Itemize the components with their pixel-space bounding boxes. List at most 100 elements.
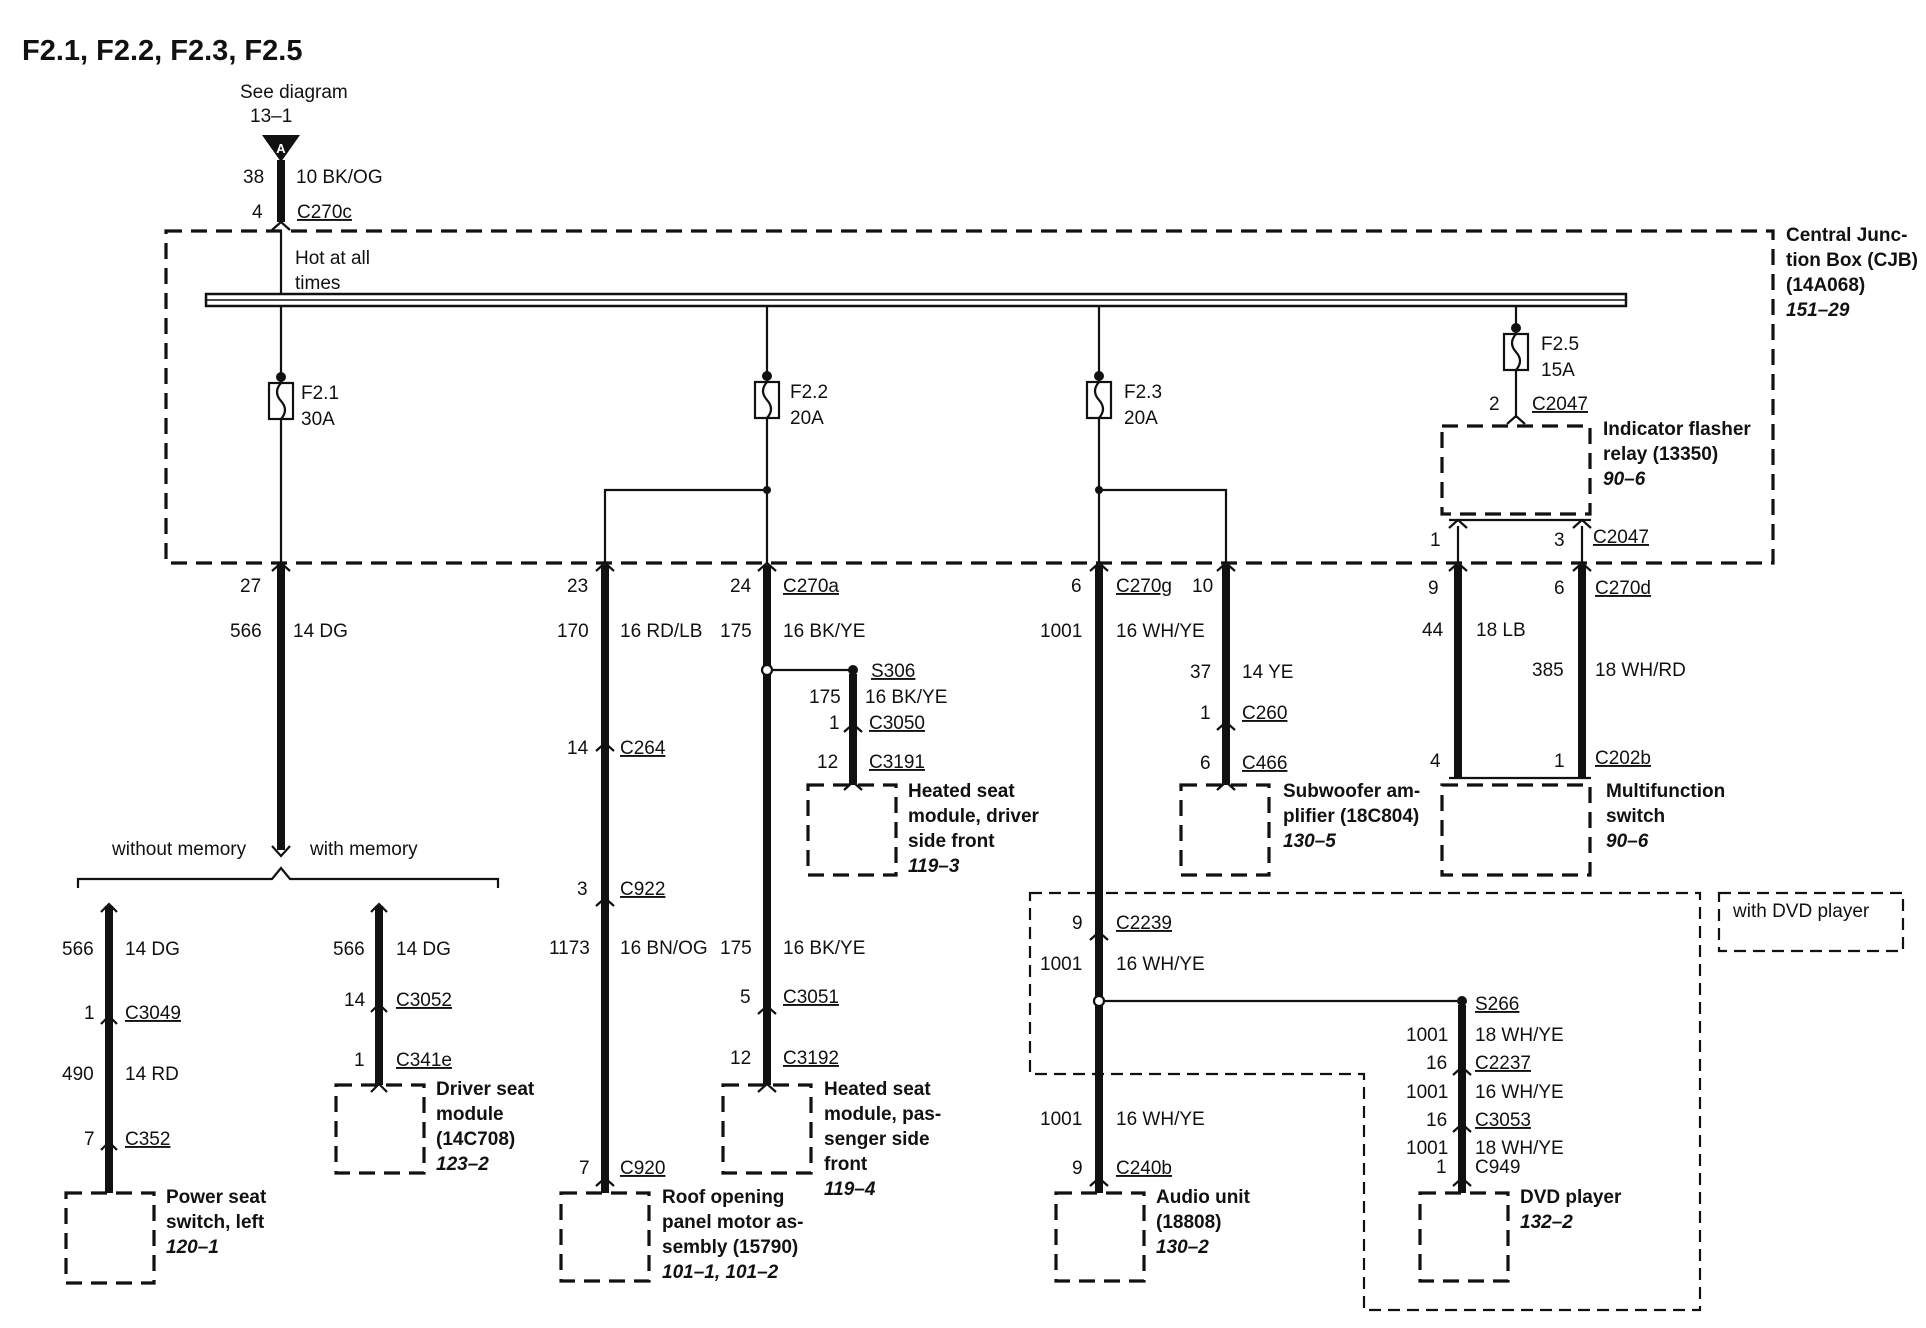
f21-right-conn2: C341e <box>396 1050 452 1071</box>
f22-right-conn2: C3192 <box>783 1048 839 1069</box>
f23-left-comp1: Audio unit <box>1156 1187 1251 1208</box>
f25-relay-1: Indicator flasher <box>1603 419 1751 440</box>
splice-s266 <box>1457 996 1467 1006</box>
f25-left-pin2: 4 <box>1430 751 1441 772</box>
f22-right-comp1: Heated seat <box>824 1079 931 1100</box>
f25-comp-2: switch <box>1606 806 1665 827</box>
f25-left-pin: 9 <box>1428 578 1439 599</box>
roof-opening-motor-box <box>559 1191 651 1283</box>
dvd-p3: 1 <box>1436 1157 1447 1178</box>
f21-left-circuit2: 490 <box>62 1064 94 1085</box>
fuse-f2-5-name: F2.5 <box>1541 334 1579 355</box>
heated-seat-passenger-box <box>721 1083 813 1175</box>
dvd-comp: DVD player <box>1520 1187 1622 1208</box>
f23-right-ref: 130–5 <box>1283 831 1336 852</box>
f22-right-conn: C270a <box>783 576 839 597</box>
f21-left-pin1: 1 <box>84 1003 95 1024</box>
fuse-f2-1-icon <box>275 382 287 420</box>
f23-right-wire-label: 14 YE <box>1242 662 1293 683</box>
f21-left-comp2: switch, left <box>166 1212 265 1233</box>
f21-left-circuit: 566 <box>62 939 94 960</box>
dvd-p1: 16 <box>1426 1053 1447 1074</box>
f23-left-conn: C270g <box>1116 576 1172 597</box>
dvd-splice: S266 <box>1475 994 1519 1015</box>
f22-right-comp4: front <box>824 1154 868 1175</box>
f25-pin-a: 1 <box>1430 530 1441 551</box>
f21-right-circuit: 566 <box>333 939 365 960</box>
f25-pin-b: 3 <box>1554 530 1565 551</box>
f25-relay-ref: 90–6 <box>1603 469 1646 490</box>
f25-relay-2: relay (13350) <box>1603 444 1718 465</box>
fuse-f2-5-icon <box>1510 333 1522 371</box>
f21-pin: 27 <box>240 576 261 597</box>
f22-right-s-conn2: C3191 <box>869 752 925 773</box>
f23-left-wire-label: 16 WH/YE <box>1116 621 1205 642</box>
f23-left-conn1: C2239 <box>1116 913 1172 934</box>
f21-without-memory: without memory <box>111 839 247 860</box>
dvd-conn3: C949 <box>1475 1157 1520 1178</box>
f23-left-ref: 130–2 <box>1156 1237 1209 1258</box>
f22-right-s-pin1: 1 <box>829 713 840 734</box>
f25-left-circuit: 44 <box>1422 620 1444 641</box>
f23-right-pin2: 6 <box>1200 753 1211 774</box>
f21-right-comp3: (14C708) <box>436 1129 515 1150</box>
f21-left-conn2: C352 <box>125 1129 170 1150</box>
f22-left-circuit2: 1173 <box>549 938 590 959</box>
f25-right-pin2: 1 <box>1554 751 1565 772</box>
dvd-conn2: C3053 <box>1475 1110 1531 1131</box>
central-junction-box <box>164 229 1775 565</box>
dvd-option-label-box <box>1717 891 1905 953</box>
f23-left-pin1: 9 <box>1072 913 1083 934</box>
f22-left-conn1: C264 <box>620 738 666 759</box>
f23-left-circuit: 1001 <box>1040 621 1082 642</box>
f21-right-ref: 123–2 <box>436 1154 489 1175</box>
f22-right-pin: 24 <box>730 576 752 597</box>
f22-right-pin2: 12 <box>730 1048 751 1069</box>
audio-unit-box <box>1054 1191 1146 1283</box>
f21-right-comp2: module <box>436 1104 504 1125</box>
f21-with-memory: with memory <box>309 839 418 860</box>
dvd-c2: 1001 <box>1406 1082 1448 1103</box>
feed-wire-label: 10 BK/OG <box>296 167 383 188</box>
fuse-f2-2-icon <box>761 381 773 419</box>
f22-right-s-ref: 119–3 <box>908 856 960 877</box>
cjb-label-3: (14A068) <box>1786 275 1865 296</box>
f22-left-pin1: 14 <box>567 738 589 759</box>
bus-note-1: Hot at all <box>295 248 370 269</box>
f23-right-circuit: 37 <box>1190 662 1211 683</box>
driver-seat-module-box <box>334 1083 426 1175</box>
dvd-c3: 1001 <box>1406 1138 1448 1159</box>
source-connector-symbol <box>262 135 300 162</box>
f22-left-pin2: 3 <box>577 879 588 900</box>
f22-right-s-comp1: Heated seat <box>908 781 1015 802</box>
f22-right-ref: 119–4 <box>824 1179 876 1200</box>
f22-left-pin3: 7 <box>579 1158 590 1179</box>
heated-seat-driver-box <box>806 783 898 877</box>
f22-right-wire2: 16 BK/YE <box>783 938 865 959</box>
source-connector-letter: A <box>276 141 286 156</box>
source-ref-line1: See diagram <box>240 82 348 103</box>
f21-left-pin2: 7 <box>84 1129 95 1150</box>
diagram-title: F2.1, F2.2, F2.3, F2.5 <box>22 35 302 67</box>
f22-left-conn3: C920 <box>620 1158 665 1179</box>
f23-right-comp1: Subwoofer am- <box>1283 781 1420 802</box>
fuse-f2-2-name: F2.2 <box>790 382 828 403</box>
f22-left-conn2: C922 <box>620 879 665 900</box>
fuse-f2-5-rating: 15A <box>1541 360 1575 381</box>
f25-right-wire-label: 18 WH/RD <box>1595 660 1686 681</box>
dvd-player-box <box>1418 1191 1510 1283</box>
f22-left-pin: 23 <box>567 576 588 597</box>
f21-option-bracket <box>76 866 500 888</box>
f21-right-wire-label: 14 DG <box>396 939 451 960</box>
feed-pin-bottom: 4 <box>252 202 263 223</box>
dvd-conn1: C2237 <box>1475 1053 1531 1074</box>
fuse-f2-2-rating: 20A <box>790 408 824 429</box>
f22-right-wire-label: 16 BK/YE <box>783 621 865 642</box>
dvd-p2: 16 <box>1426 1110 1447 1131</box>
dvd-ref: 132–2 <box>1520 1212 1573 1233</box>
dvd-option-region <box>1028 891 1702 1312</box>
source-ref-line2: 13–1 <box>250 106 292 127</box>
f21-right-comp1: Driver seat <box>436 1079 535 1100</box>
f22-right-s-circuit: 175 <box>809 687 841 708</box>
